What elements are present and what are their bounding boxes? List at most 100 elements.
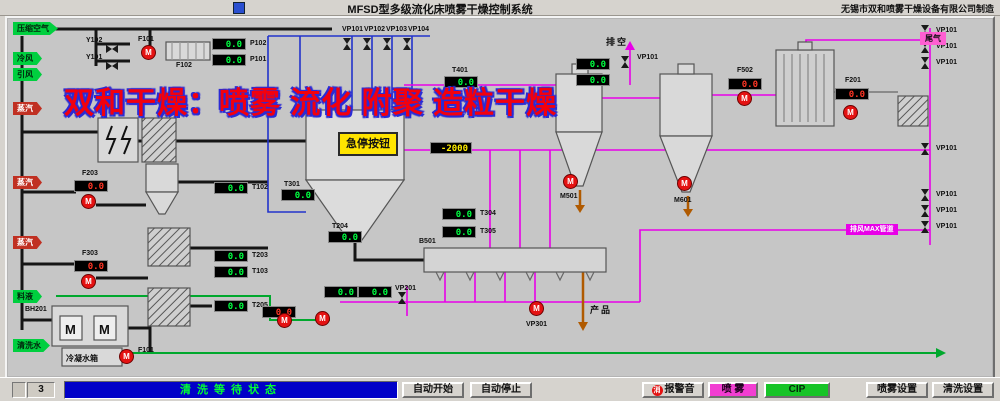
window-icon	[233, 2, 245, 14]
tag-label: F101	[138, 347, 154, 354]
emergency-stop-button[interactable]: 急停按钮	[338, 132, 398, 156]
tag-label: T401	[452, 67, 468, 74]
flow-tag: 压缩空气	[13, 22, 58, 35]
display-T203: 0.0	[214, 250, 248, 262]
motor-icon[interactable]: M	[677, 176, 692, 191]
flow-tag: 排风MAX管道	[846, 224, 898, 235]
display-T103: 0.0	[214, 266, 248, 278]
tag-label: VP101	[936, 27, 958, 34]
title-bar: MFSD型多级流化床喷雾干燥控制系统 无锡市双和喷雾干燥设备有限公司制造	[0, 0, 1000, 16]
tag-label: Y101	[86, 54, 103, 61]
valve-icon[interactable]	[621, 56, 634, 68]
svg-text:M: M	[65, 322, 76, 337]
motor-icon[interactable]: M	[81, 274, 96, 289]
tag-label: T301	[284, 181, 300, 188]
tag-label: B501	[419, 238, 436, 245]
display-value: -2000	[430, 142, 472, 154]
tag-label: M601	[674, 197, 692, 204]
motor-icon[interactable]: M	[737, 91, 752, 106]
tag-label: F502	[737, 67, 753, 74]
valve-icon[interactable]	[403, 38, 416, 50]
tag-label: VP201	[395, 285, 417, 292]
tag-label: M501	[560, 193, 578, 200]
counter-icon	[12, 382, 26, 398]
tag-label: F101	[138, 36, 154, 43]
valve-icon[interactable]	[383, 38, 396, 50]
flow-tag: 蒸汽	[13, 102, 42, 115]
valve-icon[interactable]	[921, 143, 934, 155]
display-value: 0.0	[358, 286, 392, 298]
tag-label: F303	[82, 250, 98, 257]
display-value: 0.0	[576, 74, 610, 86]
motor-icon[interactable]: M	[843, 105, 858, 120]
valve-icon[interactable]	[398, 292, 411, 304]
manufacturer-label: 无锡市双和喷雾干燥设备有限公司制造	[840, 4, 994, 14]
tag-label: Y102	[86, 37, 103, 44]
tag-label: P102	[250, 40, 267, 47]
display-F303: 0.0	[74, 260, 108, 272]
tag-label: T204	[332, 223, 348, 230]
tag-label: VP101	[936, 43, 958, 50]
tag-label: VP101	[936, 59, 958, 66]
button-cip[interactable]: CIP	[764, 382, 830, 398]
flow-tag: 料液	[13, 290, 42, 303]
flow-tag: 引风	[13, 68, 42, 81]
display-F201: 0.0	[835, 88, 869, 100]
display-P101: 0.0	[212, 54, 246, 66]
tag-label: VP102	[364, 26, 386, 33]
valve-icon[interactable]	[363, 38, 376, 50]
tag-label: T102	[252, 184, 268, 191]
valve-icon[interactable]	[921, 221, 934, 233]
tag-label: BH201	[25, 306, 47, 313]
tag-label: T205	[252, 302, 268, 309]
valve-icon[interactable]	[921, 57, 934, 69]
button-spray[interactable]: 喷 雾	[708, 382, 758, 398]
motor-icon[interactable]: M	[141, 45, 156, 60]
button-label: 清洗设置	[943, 384, 983, 395]
motor-icon[interactable]: M	[81, 194, 96, 209]
display-P102: 0.0	[212, 38, 246, 50]
page-title: MFSD型多级流化床喷雾干燥控制系统	[347, 4, 533, 16]
motor-icon[interactable]: M	[119, 349, 134, 364]
flow-tag: 冷风	[13, 52, 42, 65]
tag-label: VP103	[386, 26, 408, 33]
tag-label: P101	[250, 56, 267, 63]
flow-tag: 尾气	[920, 32, 946, 45]
flow-tag: 清洗水	[13, 339, 50, 352]
flow-tag: 蒸汽	[13, 176, 42, 189]
motor-icon[interactable]: M	[529, 301, 544, 316]
tag-label: VP104	[408, 26, 430, 33]
tag-label: T305	[480, 228, 496, 235]
button-spray-settings[interactable]: 喷雾设置	[866, 382, 928, 398]
button-label: CIP	[788, 384, 806, 395]
tag-label: VP101	[936, 145, 958, 152]
button-auto-start[interactable]: 自动开始	[402, 382, 464, 398]
tag-label: VP101	[637, 54, 659, 61]
motor-icon[interactable]: M	[315, 311, 330, 326]
tag-label: T203	[252, 252, 268, 259]
display-value: 0.0	[576, 58, 610, 70]
tag-label: T304	[480, 210, 496, 217]
tag-label: VP101	[936, 223, 958, 230]
button-clean-settings[interactable]: 清洗设置	[932, 382, 994, 398]
tag-label: F102	[176, 62, 192, 69]
motor-icon[interactable]: M	[563, 174, 578, 189]
button-label: 喷 雾	[721, 384, 745, 395]
display-T304: 0.0	[442, 208, 476, 220]
flow-tag: 产品	[590, 305, 613, 315]
valve-icon[interactable]	[921, 189, 934, 201]
valve-icon[interactable]	[106, 57, 118, 70]
button-label: 自动停止	[481, 384, 521, 395]
valve-icon[interactable]	[343, 38, 356, 50]
flow-tag: 蒸汽	[13, 236, 42, 249]
valve-icon[interactable]	[106, 40, 118, 53]
display-T204: 0.0	[328, 231, 362, 243]
button-auto-stop[interactable]: 自动停止	[470, 382, 532, 398]
tag-label: VP101	[936, 207, 958, 214]
button-mute-alarm[interactable]: 消报警音	[642, 382, 704, 398]
valve-icon[interactable]	[921, 205, 934, 217]
flow-tag: 冷凝水箱	[66, 354, 98, 363]
flow-tag: 排空	[606, 37, 629, 47]
display-T102: 0.0	[214, 182, 248, 194]
motor-icon[interactable]: M	[277, 313, 292, 328]
